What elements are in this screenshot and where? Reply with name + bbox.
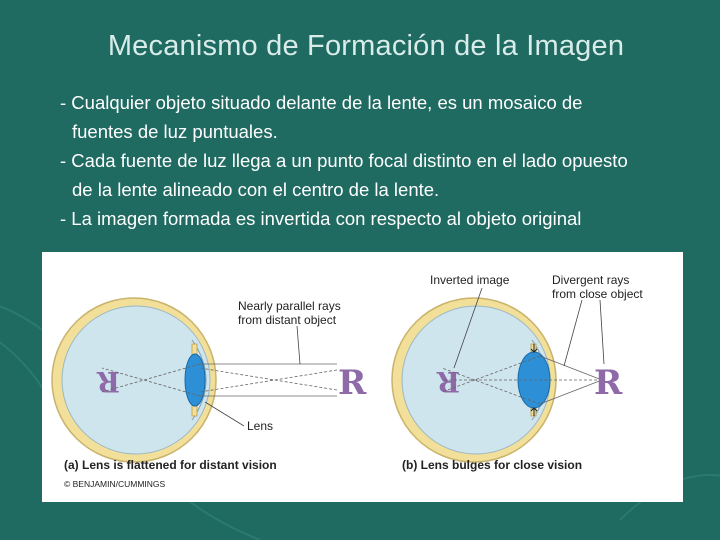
bullet-item: - La imagen formada es invertida con res… (60, 204, 700, 233)
left-caption: (a) Lens is flattened for distant vision (64, 458, 277, 472)
eye-diagram: R R Nearly parallel rays from distant ob… (51, 273, 643, 489)
right-inverted-callout-line (453, 287, 483, 369)
right-eye-panel: R R Inverted image Divergent rays from c… (391, 273, 643, 472)
right-inverted-label: Inverted image (430, 273, 510, 287)
lens-bulge-arrow-top (530, 344, 538, 353)
bullet-list: - Cualquier objeto situado delante de la… (60, 88, 700, 233)
bullet-line: - Cada fuente de luz llega a un punto fo… (60, 150, 628, 171)
bullet-item: - Cada fuente de luz llega a un punto fo… (60, 146, 700, 204)
bullet-line: - Cualquier objeto situado delante de la… (60, 92, 583, 113)
slide-title: Mecanismo de Formación de la Imagen (107, 30, 625, 62)
right-caption: (b) Lens bulges for close vision (402, 458, 582, 472)
left-eye-lens (184, 353, 206, 407)
right-divergent-callout-line-1 (563, 299, 583, 367)
right-divergent-label: Divergent rays (552, 273, 629, 287)
right-divergent-label-2: from close object (552, 287, 643, 301)
left-rays-label: Nearly parallel rays (238, 299, 341, 313)
bullet-line-continued: de la lente alineado con el centro de la… (72, 179, 440, 200)
left-light-rays (101, 363, 338, 397)
eye-focusing-figure: R R Nearly parallel rays from distant ob… (42, 252, 683, 502)
bullet-line: - La imagen formada es invertida con res… (60, 208, 582, 229)
lens-bulge-arrow-bottom (530, 407, 538, 416)
bullet-line-continued: fuentes de luz puntuales. (72, 121, 278, 142)
copyright-text: © BENJAMIN/CUMMINGS (64, 479, 166, 489)
left-rays-label-2: from distant object (238, 313, 337, 327)
right-inverted-image: R (436, 365, 460, 398)
left-lens-label: Lens (247, 419, 273, 433)
left-eye-vitreous (61, 305, 211, 455)
bullet-item: - Cualquier objeto situado delante de la… (60, 88, 700, 146)
right-object-letter: R (594, 363, 623, 403)
right-light-rays (441, 355, 603, 405)
left-inverted-image: R (96, 365, 120, 398)
left-eye-panel: R R Nearly parallel rays from distant ob… (51, 297, 367, 472)
left-lens-callout-line (204, 401, 245, 427)
left-rays-callout-line (296, 325, 301, 365)
right-divergent-callout-line-2 (599, 299, 605, 365)
left-object-letter: R (338, 363, 367, 403)
